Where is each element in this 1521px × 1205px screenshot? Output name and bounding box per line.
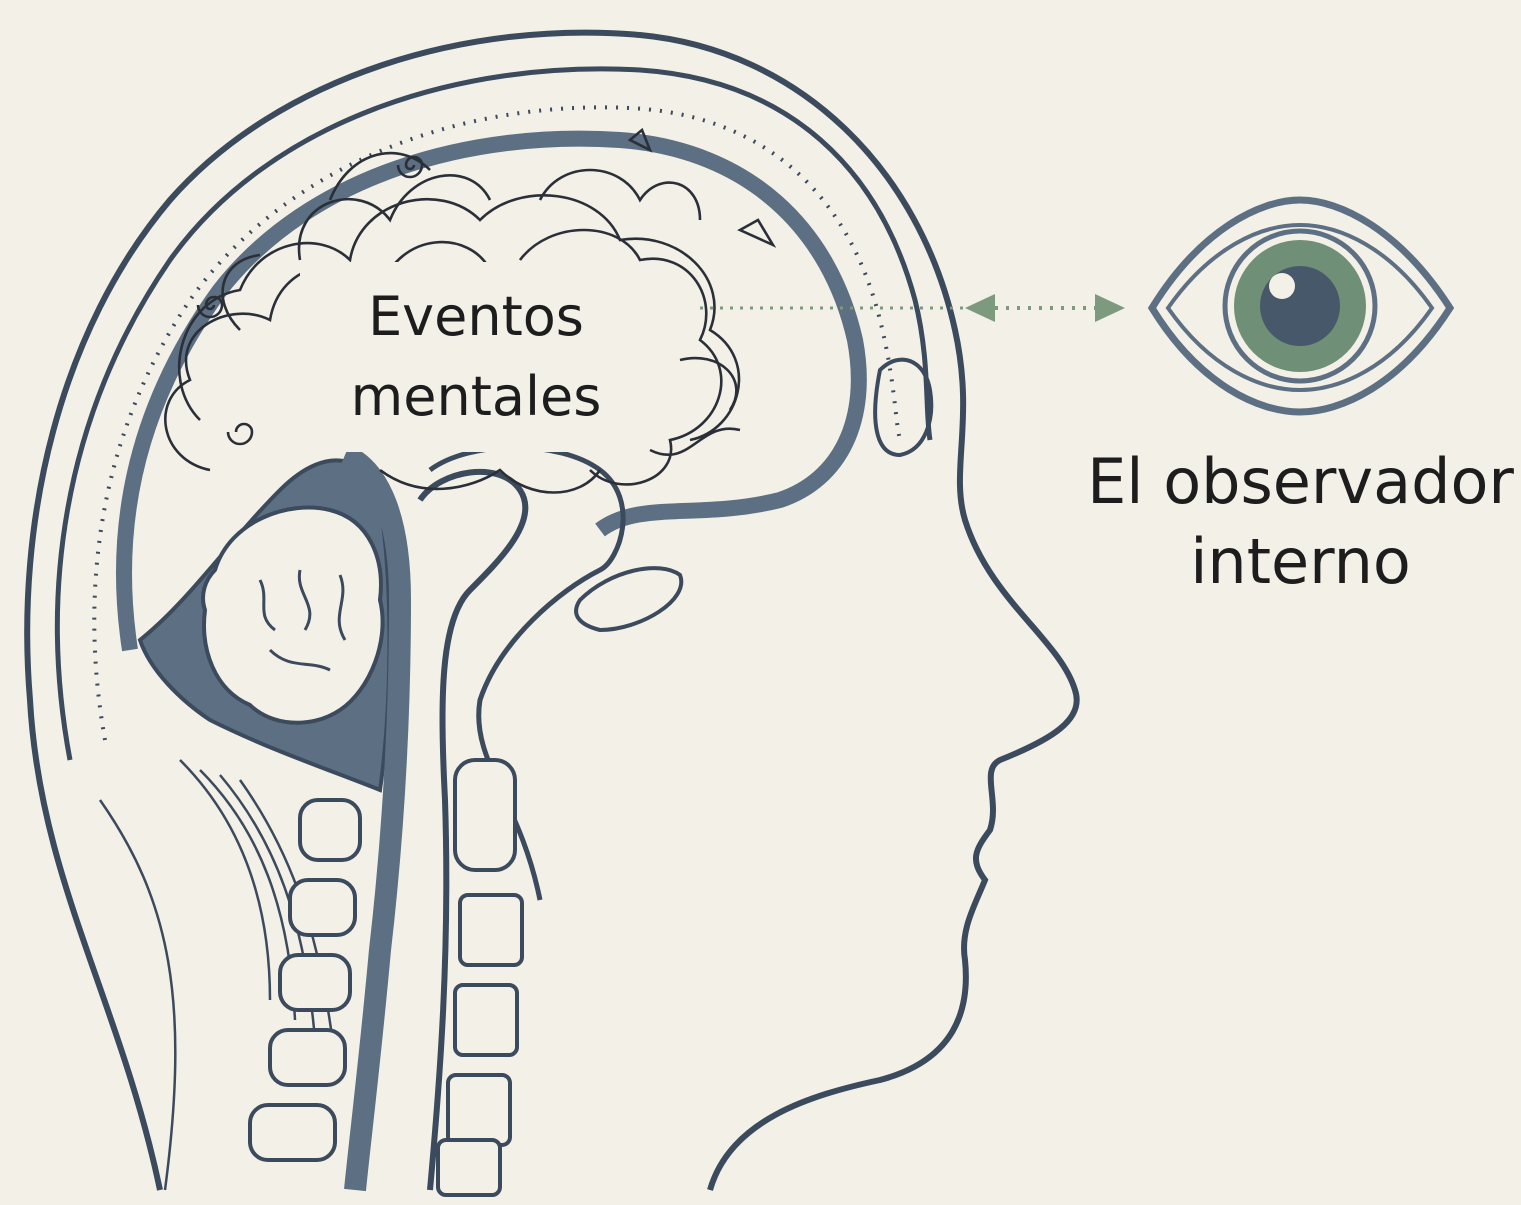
brainstem [340, 444, 412, 1192]
arrow-head-left-icon [965, 294, 995, 322]
skull-inner-layer [116, 130, 867, 652]
mental-events-line2: mentales [350, 365, 602, 428]
vertebrae-back [248, 798, 362, 1162]
observer-line2: interno [1190, 525, 1411, 598]
vertebral-bodies [436, 758, 524, 1197]
skull-outer-layer [55, 66, 933, 761]
mental-events-label: Eventos mentales [300, 262, 652, 452]
cerebellum [201, 505, 385, 725]
arrow-head-right-icon [1095, 294, 1125, 322]
frontal-sinus [873, 357, 934, 458]
spinal-canal [417, 468, 529, 1191]
mental-events-line1: Eventos [368, 285, 584, 348]
head-profile [24, 29, 1080, 1191]
nasal-cavity [574, 566, 684, 633]
brain-scribble [164, 151, 741, 494]
cerebellum-folds [258, 569, 347, 672]
eye-icon [1147, 196, 1455, 416]
observer-line1: El observador [1087, 445, 1514, 518]
brain-spirals [196, 127, 777, 446]
observer-label: El observador interno [1080, 442, 1521, 602]
skull-middle-layer [92, 105, 902, 741]
